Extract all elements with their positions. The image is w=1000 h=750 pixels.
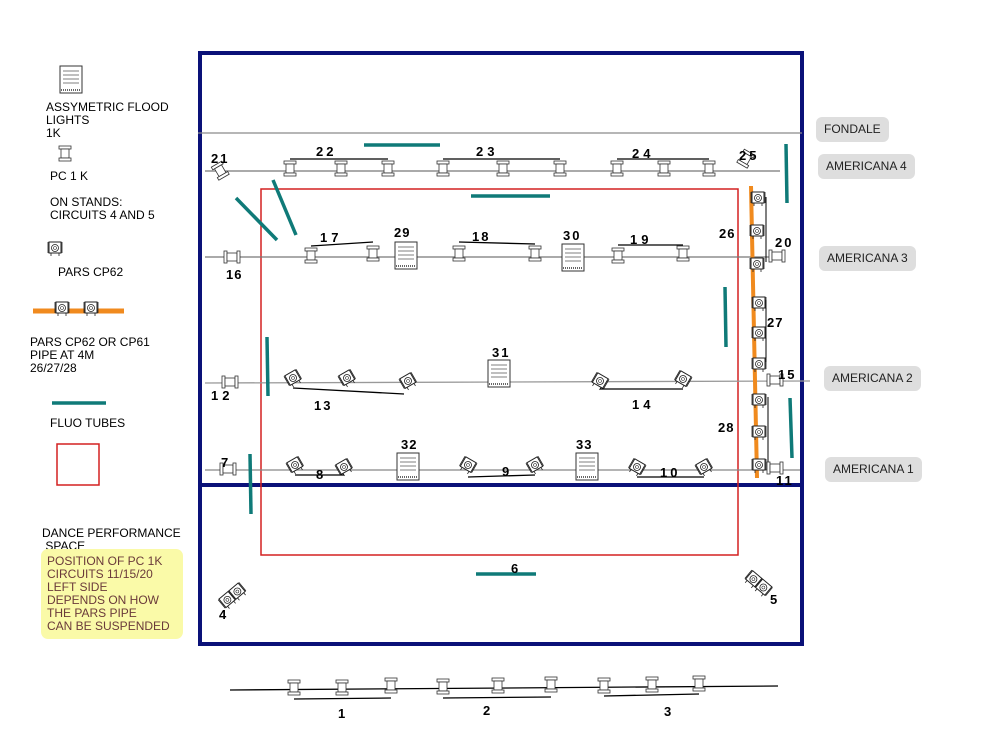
- dance-performance-space: [260, 188, 739, 556]
- americana2-fixtures: [221, 359, 784, 395]
- pipe-bottom: [229, 685, 779, 691]
- circuit-label: 28: [718, 420, 734, 435]
- legend-pc-icon: [58, 145, 72, 162]
- pipe-label-americana1: AMERICANA 1: [825, 457, 922, 482]
- fluo-tube: [248, 453, 253, 515]
- pipe-label-americana4: AMERICANA 4: [818, 154, 915, 179]
- circuit-label: 1: [338, 706, 345, 721]
- circuit-label: 2: [483, 703, 490, 718]
- fluo-tubes: [52, 143, 794, 576]
- circuit-label: 8: [316, 467, 323, 482]
- circuit-label: 9: [502, 464, 509, 479]
- circuit-label: 18: [472, 229, 490, 244]
- circuit-label: 13: [314, 398, 332, 413]
- circuit-label: 31: [492, 345, 510, 360]
- fluo-tube: [788, 397, 794, 459]
- stage-lower-frame: [198, 483, 804, 646]
- pipe-label-americana3: AMERICANA 3: [819, 246, 916, 271]
- fluo-tube: [271, 179, 298, 236]
- bottom-fixtures: [287, 675, 706, 700]
- circuit-label: 12: [211, 388, 233, 403]
- fluo-tube: [784, 143, 789, 204]
- circuit-numbers: 1 2 3 4 5 6 7 8 9 10 11 12 13 14 15 16 1…: [211, 144, 796, 721]
- americana3-fixtures: [223, 241, 786, 272]
- fluo-tube: [234, 196, 279, 242]
- legend-pars-pipe-icon: [54, 301, 70, 317]
- pipe-label-americana2: AMERICANA 2: [824, 366, 921, 391]
- circuit-label: 30: [563, 228, 581, 243]
- circuit-label: 24: [632, 146, 654, 161]
- stand-right: [742, 569, 774, 599]
- legend-flood-icon: [59, 65, 83, 94]
- fluo-tube: [723, 286, 728, 348]
- fluo-tube: [265, 336, 270, 397]
- circuit-label: 22: [316, 144, 336, 159]
- legend-par-icon: [47, 241, 63, 257]
- circuit-label: 25: [739, 148, 759, 163]
- legend-dance-swatch: [56, 443, 100, 486]
- circuit-label: 20: [775, 235, 793, 250]
- circuit-label: 7: [221, 455, 228, 470]
- pipe-label-fondale: FONDALE: [816, 117, 889, 142]
- circuit-label: 27: [767, 315, 783, 330]
- stage-upper-frame: [198, 51, 804, 487]
- legend-pars-label: PARS CP62: [58, 265, 124, 279]
- circuit-label: 4: [219, 607, 227, 622]
- circuit-label: 14: [632, 397, 654, 412]
- circuit-label: 5: [770, 592, 777, 607]
- circuit-label: 26: [719, 226, 735, 241]
- circuit-label: 17: [320, 230, 342, 245]
- circuit-label: 21: [211, 151, 229, 166]
- circuit-label: 19: [630, 232, 652, 247]
- circuit-label: 32: [401, 437, 417, 452]
- circuit-label: 16: [226, 267, 242, 282]
- circuit-label: 6: [511, 561, 518, 576]
- circuit-label: 15: [778, 367, 796, 382]
- circuit-label: 10: [660, 465, 680, 480]
- legend-fluo-label: FLUO TUBES: [50, 416, 126, 430]
- circuit-label: 29: [394, 225, 410, 240]
- legend-stands-label: ON STANDS:CIRCUITS 4 AND 5: [50, 195, 155, 222]
- circuit-label: 23: [476, 144, 498, 159]
- americana4-fixtures: [210, 148, 756, 181]
- circuit-label: 3: [664, 704, 671, 719]
- circuit-label: 11: [776, 473, 794, 488]
- americana1-fixtures: [219, 452, 784, 481]
- circuit-label: 33: [576, 437, 592, 452]
- legend-pars-pipe-icon: [83, 301, 99, 317]
- legend-pc-label: PC 1 K: [50, 169, 89, 183]
